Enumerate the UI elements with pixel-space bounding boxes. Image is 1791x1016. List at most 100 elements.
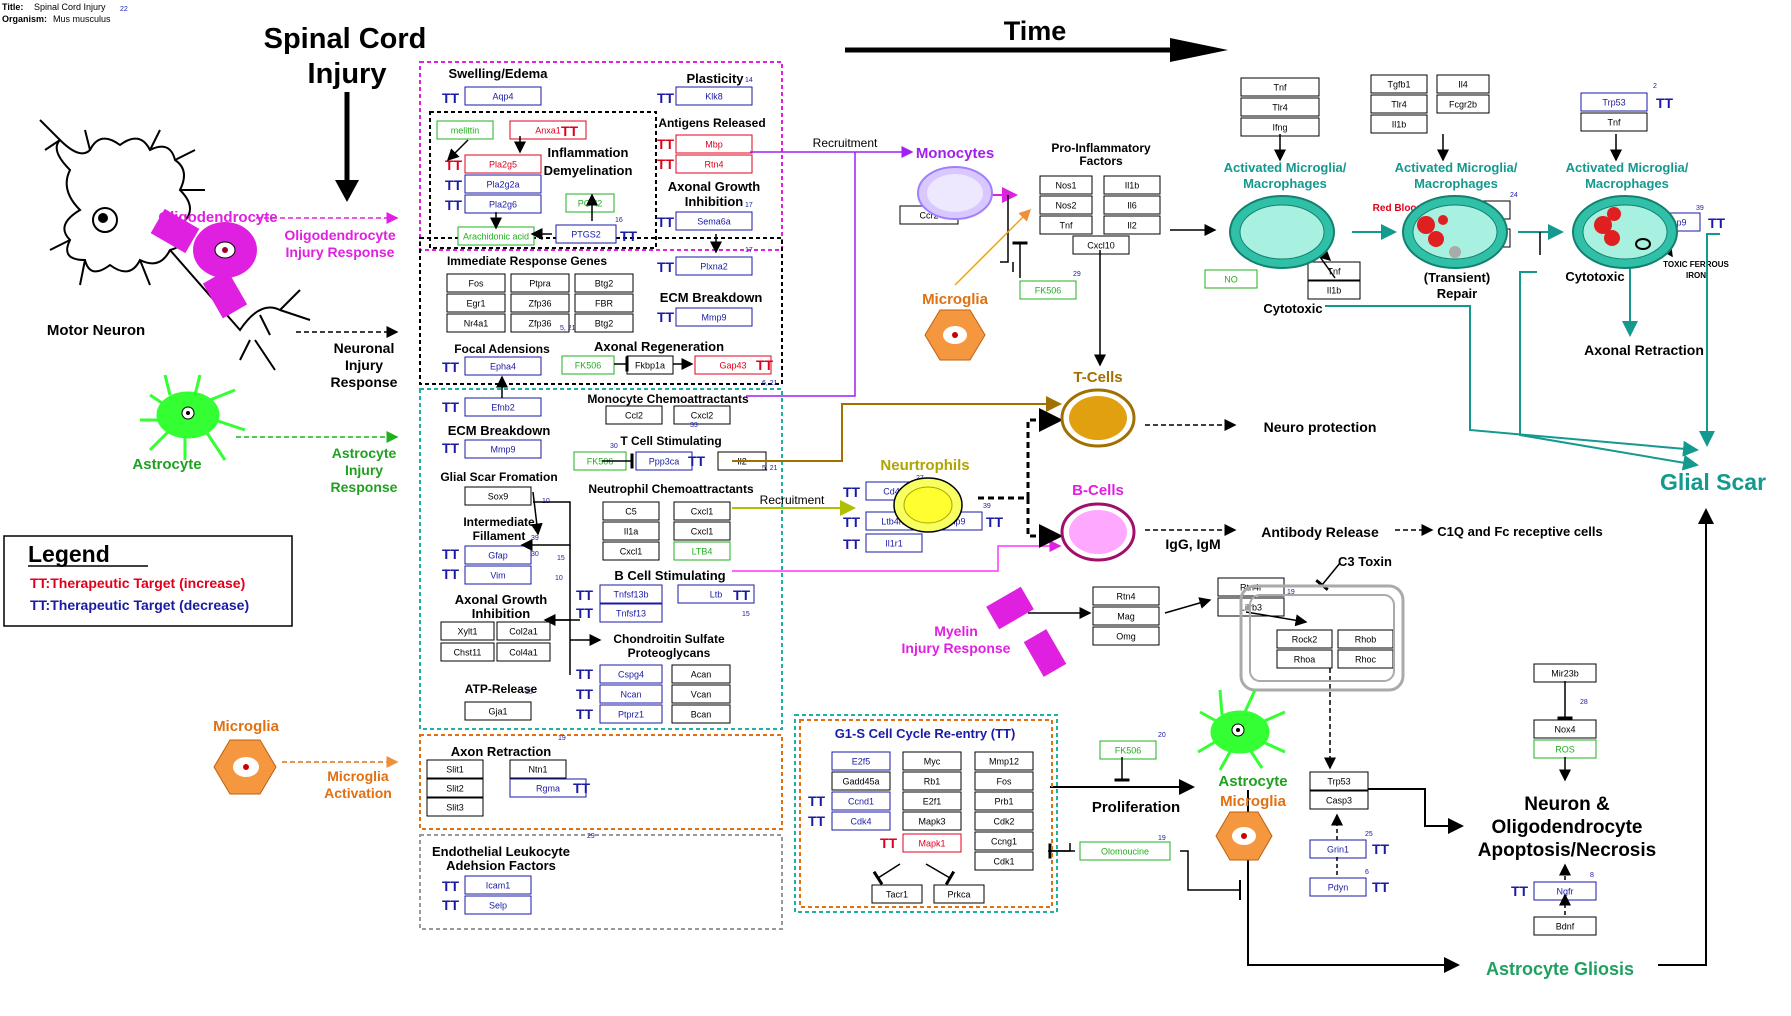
microglia-activation-line2: Activation	[324, 785, 392, 801]
therapeutic-target-marker: TT	[756, 357, 774, 373]
gene-il1r1: Il1r1	[865, 533, 923, 553]
gene-label: Rhoa	[1294, 654, 1316, 664]
gene-label: Il1b	[1327, 285, 1342, 295]
label-sections-bcell_stim: B Cell Stimulating	[614, 568, 725, 583]
therapeutic-target-marker: TT	[576, 686, 594, 702]
gene-tnfsf13: Tnfsf13	[599, 603, 663, 623]
label-sections-inflammation-0: Inflammation	[548, 145, 629, 160]
label-outcomes-recruitment2: Recruitment	[760, 493, 825, 507]
gene-label: Ncan	[620, 689, 641, 699]
edge	[1000, 195, 1009, 263]
therapeutic-target-marker: TT	[843, 536, 861, 552]
gene-label: Ifng	[1272, 122, 1287, 132]
gene-nos1: Nos1	[1039, 175, 1093, 195]
reference-number: 17	[745, 247, 753, 254]
label-outcomes-igg: IgG, IgM	[1165, 536, 1220, 552]
gene-slit3: Slit3	[426, 797, 484, 817]
gene-label: Il2	[1127, 220, 1137, 230]
label-outcomes-neuro_protection: Neuro protection	[1264, 419, 1377, 435]
therapeutic-target-marker: TT	[733, 587, 751, 603]
reference-number: 20	[1158, 732, 1166, 739]
gene-label: Nox4	[1554, 724, 1575, 734]
gene-prkca: Prkca	[933, 884, 985, 904]
gene-gfap: Gfap	[464, 545, 532, 565]
gene-label: Cdk1	[993, 856, 1014, 866]
label-outcomes-axonal_retraction: Axonal Retraction	[1584, 342, 1704, 358]
organism-value: Mus musculus	[53, 14, 111, 24]
rho-pathway-inner-box	[1249, 594, 1395, 682]
gene-label: Fos	[996, 776, 1012, 786]
gene-sema6a: Sema6a	[675, 211, 753, 231]
c3-inhibit-edge	[1315, 562, 1341, 591]
gene-zfp36a: Zfp36	[510, 293, 570, 313]
gene-tgfb1: Tgfb1	[1370, 74, 1428, 94]
label-outcomes-activated1-1: Macrophages	[1243, 176, 1327, 191]
gene-label: NO	[1224, 274, 1238, 284]
gene-bcan: Bcan	[671, 704, 731, 724]
label-sections-immediate: Immediate Response Genes	[447, 254, 607, 268]
activated3-to-glial-scar	[1699, 233, 1720, 447]
microglia-activation-line1: Microglia	[327, 768, 389, 784]
label-sections-plasticity: Plasticity	[686, 71, 744, 86]
gene-label: Cspg4	[618, 669, 644, 679]
gene-label: Ccl2	[625, 410, 643, 420]
legend-decrease: TT:Therapeutic Target (decrease)	[30, 597, 249, 613]
therapeutic-target-marker: TT	[808, 793, 826, 809]
gene-mmp9b: Mmp9	[464, 439, 542, 459]
therapeutic-target-marker: TT	[657, 309, 675, 325]
label-sections-axonal_growth2-1: Inhibition	[472, 606, 531, 621]
reference-number: 15	[557, 555, 565, 562]
gene-label: Zfp36	[528, 298, 551, 308]
header: Title: Spinal Cord Injury 22 Organism: M…	[2, 2, 128, 24]
gene-rtn4: Rtn4	[675, 154, 753, 174]
label-sections-interm-0: Intermediate	[463, 515, 535, 529]
t-cells-label: T-Cells	[1073, 369, 1122, 386]
gene-rock2: Rock2	[1276, 629, 1333, 649]
gene-ltb4: LTB4	[673, 541, 731, 561]
gene-gadd45a: Gadd45a	[831, 771, 891, 791]
gene-ptgs2: PTGS2	[555, 224, 617, 244]
gene-label: Il6	[1127, 200, 1137, 210]
therapeutic-target-marker: TT	[1656, 95, 1674, 111]
gene-cdk1: Cdk1	[974, 851, 1034, 871]
edge	[1245, 611, 1308, 627]
gene-col2a1: Col2a1	[496, 621, 551, 641]
reference-number: 29	[1073, 271, 1081, 278]
gene-label: Pla2g2a	[486, 179, 519, 189]
gene-nos2: Nos2	[1039, 195, 1093, 215]
organism-key: Organism:	[2, 14, 47, 24]
label-outcomes-transient-0: (Transient)	[1424, 270, 1490, 285]
gene-gja1: Gja1	[464, 701, 532, 721]
gene-label: Ccr2	[919, 210, 938, 220]
gene-label: Rgma	[536, 783, 560, 793]
gene-label: Il1b	[1392, 119, 1407, 129]
gene-label: melittin	[451, 125, 480, 135]
therapeutic-target-marker: TT	[657, 214, 675, 230]
gene-c5: C5	[602, 501, 660, 521]
gene-label: Myc	[924, 756, 941, 766]
gene-egr1: Egr1	[446, 293, 506, 313]
reference-number: 39	[531, 535, 539, 542]
label-sections-pro_inflam-0: Pro-Inflammatory	[1051, 141, 1151, 155]
label-outcomes-c3: C3 Toxin	[1338, 554, 1392, 569]
label-sections-ecm2: ECM Breakdown	[448, 423, 551, 438]
gene-cxcl2: Cxcl2	[673, 405, 731, 425]
gene-il1b_c: Il1b	[1307, 280, 1361, 300]
gene-bdnf: Bdnf	[1533, 916, 1597, 936]
reference-number: 5, 21	[560, 325, 576, 332]
tcell-stimulating-edge	[732, 396, 1062, 462]
oligodendrocyte-response-box	[419, 61, 783, 251]
title-key: Title:	[2, 2, 23, 12]
gene-klk8: Klk8	[675, 86, 753, 106]
therapeutic-target-marker: TT	[445, 177, 463, 193]
gene-label: Cxcl2	[691, 410, 714, 420]
gene-label: Fos	[468, 278, 484, 288]
edge	[530, 491, 543, 536]
gene-label: Ccng1	[991, 836, 1017, 846]
gene-label: Bdnf	[1556, 921, 1575, 931]
gene-rtn4b: Rtn4	[1092, 586, 1160, 606]
label-sections-ecm1: ECM Breakdown	[660, 290, 763, 305]
gene-pgh2: PGH2	[565, 193, 615, 213]
label-outcomes-cytotoxic2: Cytotoxic	[1565, 269, 1624, 284]
therapeutic-target-marker: TT	[808, 813, 826, 829]
